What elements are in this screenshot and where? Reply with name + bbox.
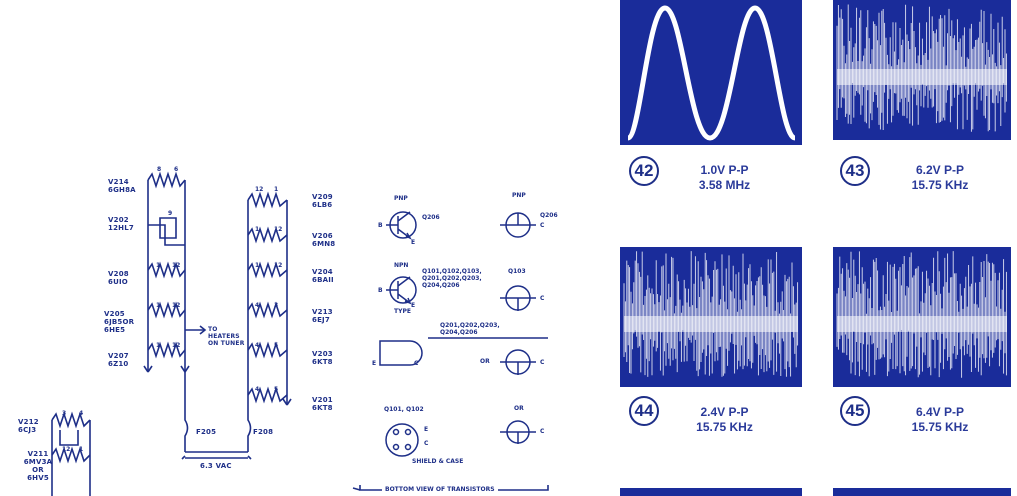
pnp-label-right: PNP	[512, 192, 526, 199]
pin-letter-c-right-2: C	[540, 295, 545, 302]
pin-v208-a: 1	[156, 262, 161, 269]
pin-letter-e: E	[411, 239, 416, 246]
bottom-view-label: BOTTOM VIEW OF TRANSISTORS	[382, 486, 498, 493]
waveform-42-scope	[620, 0, 802, 145]
fuse-f208-label: F208	[253, 428, 274, 436]
waveform-42-trace	[625, 5, 797, 141]
waveform-44-scope	[620, 247, 802, 387]
pin-v206-a: 1	[255, 226, 260, 233]
waveform-42-number: 42	[629, 156, 659, 186]
pin-v201-a: 4	[255, 386, 260, 393]
pin-v207-b: 12	[172, 342, 181, 349]
waveform-45-trace	[836, 251, 1007, 378]
shield-case-label: SHIELD & CASE	[412, 458, 464, 465]
pin-letter-b: B	[378, 222, 383, 229]
to-heaters-label: TO HEATERS ON TUNER	[208, 326, 245, 347]
noise-trace-strokes	[836, 251, 1007, 378]
pin-letter-c-case: C	[424, 440, 429, 447]
or-label-1: OR	[480, 358, 490, 365]
pin-letter-e-npn: E	[411, 302, 416, 309]
fuse-f205-label: F205	[196, 428, 217, 436]
pin-v212-b: 4	[79, 410, 84, 417]
pin-v204-a: 1	[255, 262, 260, 269]
pin-v205-a: 1	[156, 302, 161, 309]
noise-trace-strokes	[836, 4, 1007, 132]
pin-v213-a: 4	[255, 302, 260, 309]
pin-v211-a: 12	[62, 446, 71, 453]
pin-letter-c-right-3: C	[540, 359, 545, 366]
pin-letter-c-right-4: C	[540, 428, 545, 435]
pin-v202-a: 9	[168, 210, 173, 217]
pin-v214-b: 6	[174, 166, 179, 173]
pin-letter-e-pkg: E	[372, 360, 377, 367]
waveform-next-scope-right	[833, 488, 1011, 496]
pin-v206-b: 12	[274, 226, 283, 233]
waveform-next-scope-left	[620, 488, 802, 496]
pin-v213-b: 3	[274, 302, 279, 309]
pin-v207-a: 1	[156, 342, 161, 349]
noise-trace-band	[837, 69, 1007, 85]
or-label-2: OR	[514, 405, 524, 412]
waveform-45-scope	[833, 247, 1011, 387]
vac-label: 6.3 VAC	[200, 462, 232, 470]
q206-label: Q206	[422, 214, 440, 221]
pin-letter-c-right: C	[540, 222, 545, 229]
pin-v205-b: 12	[172, 302, 181, 309]
q103-label: Q103	[508, 268, 526, 275]
waveform-44-number: 44	[629, 396, 659, 426]
waveform-44-trace	[623, 251, 799, 377]
pin-v203-a: 4	[255, 342, 260, 349]
transistor-group-1: Q101,Q102,Q103, Q201,Q202,Q203, Q204,Q20…	[422, 268, 482, 289]
pin-v214-a: 8	[157, 166, 162, 173]
schematic-wiring	[51, 171, 549, 496]
npn-label: NPN	[394, 262, 409, 269]
waveform-43-scope	[833, 0, 1011, 140]
pin-letter-b-npn: B	[378, 287, 383, 294]
type-label: TYPE	[394, 308, 411, 315]
transistor-group-2: Q201,Q202,Q203, Q204,Q206	[440, 322, 500, 336]
pnp-label: PNP	[394, 195, 408, 202]
pin-v201-b: 5	[274, 386, 279, 393]
pin-v203-b: 5	[274, 342, 279, 349]
q206-label-right: Q206	[540, 212, 558, 219]
pin-v209-a: 12	[255, 186, 264, 193]
pin-v208-b: 12	[172, 262, 181, 269]
waveform-43-trace	[836, 4, 1007, 132]
pin-v209-b: 1	[274, 186, 279, 193]
pin-letter-c-pkg: C	[414, 360, 419, 367]
pin-letter-e-case: E	[424, 426, 429, 433]
waveform-45-number: 45	[840, 396, 870, 426]
pin-v211-b: 1	[79, 446, 84, 453]
noise-trace-band	[624, 316, 798, 332]
noise-trace-strokes	[623, 251, 799, 377]
pin-v204-b: 12	[274, 262, 283, 269]
q101-label: Q101, Q102	[384, 406, 424, 413]
pin-v212-a: 3	[62, 410, 67, 417]
waveform-43-number: 43	[840, 156, 870, 186]
noise-trace-band	[837, 316, 1007, 332]
